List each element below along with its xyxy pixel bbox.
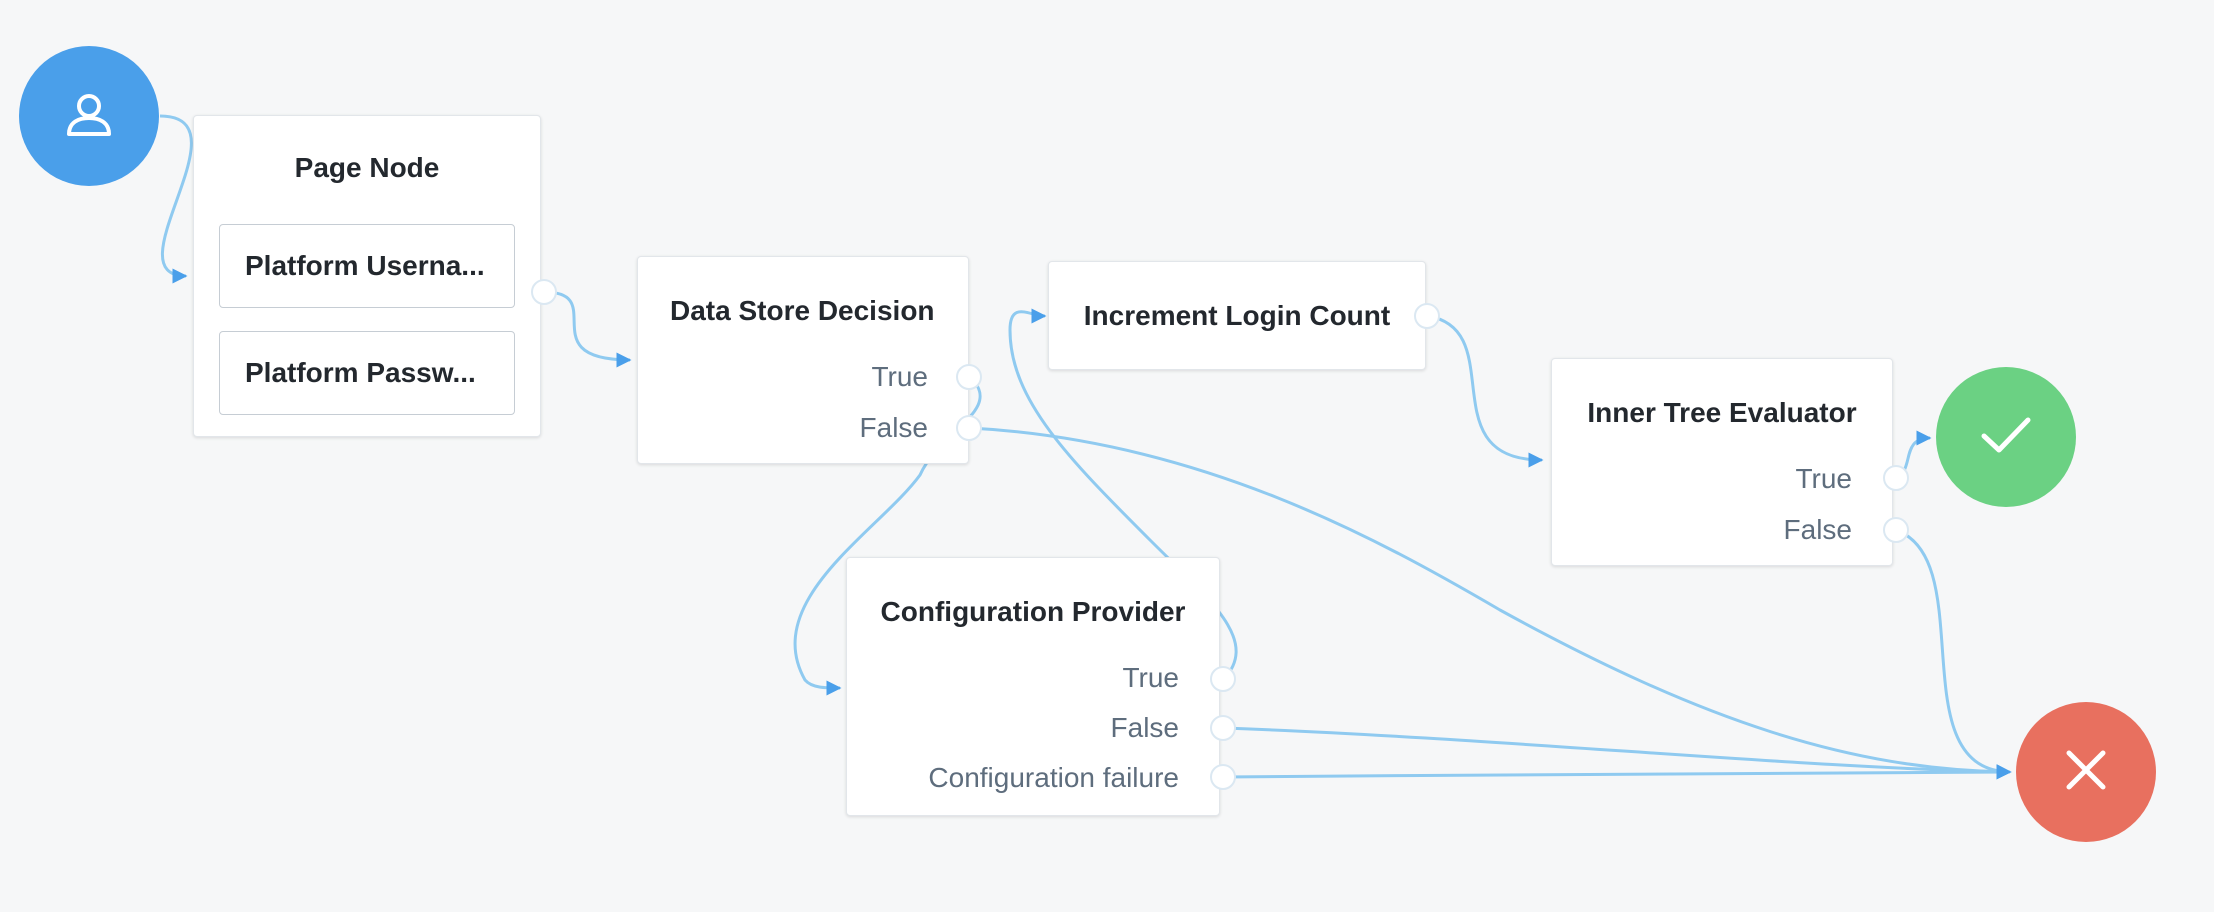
person-icon (63, 88, 115, 145)
failure-node[interactable] (2016, 702, 2156, 842)
outcome-true-label: True (1122, 662, 1179, 693)
wire-inner-tree-false-to-failure (1895, 528, 2012, 780)
outcome-true-label: True (1795, 463, 1852, 494)
node-title: Inner Tree Evaluator (1587, 397, 1857, 428)
data-store-decision-node[interactable]: Data Store Decision True False (637, 256, 969, 464)
checkmark-icon (1976, 405, 2036, 470)
wire-increment-to-inner-tree (1427, 314, 1544, 468)
wire-page-node-to-data-store (543, 290, 632, 368)
close-icon (2061, 745, 2111, 800)
data-store-true-port[interactable] (956, 364, 982, 390)
node-title: Configuration Provider (880, 596, 1186, 627)
success-node[interactable] (1936, 367, 2076, 507)
inner-tree-evaluator-node[interactable]: Inner Tree Evaluator True False (1551, 358, 1893, 566)
node-title: Data Store Decision (670, 295, 935, 326)
outcome-false-label: False (1110, 712, 1179, 743)
increment-login-count-node[interactable]: Increment Login Count (1048, 261, 1426, 370)
outcome-false-label: False (859, 412, 928, 443)
data-store-false-port[interactable] (956, 415, 982, 441)
config-provider-true-port[interactable] (1210, 666, 1236, 692)
page-node-output-port[interactable] (531, 279, 557, 305)
config-provider-false-port[interactable] (1210, 715, 1236, 741)
increment-login-count-output-port[interactable] (1414, 303, 1440, 329)
start-node[interactable] (19, 46, 159, 186)
configuration-provider-node[interactable]: Configuration Provider True False Config… (846, 557, 1220, 816)
wire-config-false-to-failure (1223, 726, 2012, 780)
child-node-platform-password[interactable]: Platform Passw... (219, 331, 515, 415)
config-provider-failure-port[interactable] (1210, 764, 1236, 790)
outcome-false-label: False (1783, 514, 1852, 545)
outcome-true-label: True (871, 361, 928, 392)
node-title: Page Node (294, 152, 440, 183)
wire-start-to-page-node (159, 114, 193, 284)
child-node-platform-username[interactable]: Platform Userna... (219, 224, 515, 308)
page-node[interactable]: Page Node Platform Userna... Platform Pa… (193, 115, 541, 437)
outcome-configuration-failure-label: Configuration failure (928, 762, 1179, 793)
node-title: Increment Login Count (1083, 300, 1391, 331)
inner-tree-true-port[interactable] (1883, 465, 1909, 491)
wire-config-failure-to-failure (1223, 764, 2012, 780)
inner-tree-false-port[interactable] (1883, 517, 1909, 543)
